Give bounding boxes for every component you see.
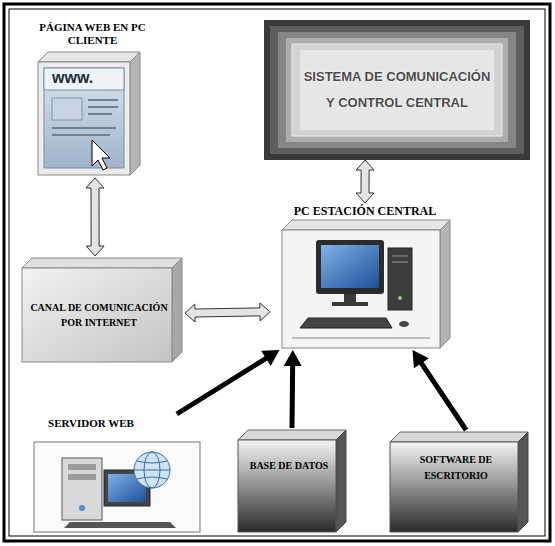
database-node: BASE DE DATOS	[236, 428, 348, 534]
double-block-arrow	[185, 303, 270, 322]
arrow-shaft	[177, 357, 268, 414]
double-block-arrow	[356, 160, 374, 203]
web-server-node: SERVIDOR WEB	[28, 414, 203, 534]
webpage-cube	[38, 52, 140, 175]
webpage-node: PÁGINA WEB EN PC CLIENTE	[30, 18, 155, 178]
web-address-text: www.	[52, 69, 93, 87]
arrow-head	[261, 350, 279, 366]
node-text: PC ESTACIÓN CENTRAL	[270, 204, 460, 218]
internet-channel-node: CANAL DE COMUNICACIÓN POR INTERNET	[20, 256, 185, 366]
software-node: SOFTWARE DE ESCRITORIO	[388, 430, 530, 534]
node-text: PÁGINA WEB EN PC CLIENTE	[30, 21, 155, 47]
control-system-frame	[264, 20, 530, 160]
node-text: SERVIDOR WEB	[36, 417, 146, 430]
desktop-computer	[292, 240, 430, 338]
inner-frame	[9, 9, 545, 536]
pc-cube	[282, 220, 450, 348]
arrow-head	[284, 350, 302, 366]
double-block-arrow	[86, 178, 104, 256]
central-pc-node: PC ESTACIÓN CENTRAL	[270, 203, 460, 350]
outer-frame	[4, 4, 550, 541]
node-text: SISTEMA DE COMUNICACIÓN Y CONTROL CENTRA…	[300, 64, 494, 116]
web-server-picture	[34, 442, 200, 532]
data-flow-arrow	[284, 350, 302, 428]
database-cube	[238, 430, 346, 532]
arrow-shaft	[290, 364, 296, 428]
arrow-shaft	[420, 362, 466, 430]
internet-channel-cube	[22, 258, 182, 362]
software-cube	[390, 432, 528, 532]
data-flow-arrow	[413, 350, 467, 430]
data-flow-arrow	[177, 350, 280, 414]
arrow-head	[413, 350, 429, 368]
node-text: SOFTWARE DE ESCRITORIO	[394, 452, 518, 484]
node-text: BASE DE DATOS	[242, 458, 336, 474]
control-system-node: SISTEMA DE COMUNICACIÓN Y CONTROL CENTRA…	[264, 20, 530, 160]
node-text: CANAL DE COMUNICACIÓN POR INTERNET	[26, 300, 172, 330]
